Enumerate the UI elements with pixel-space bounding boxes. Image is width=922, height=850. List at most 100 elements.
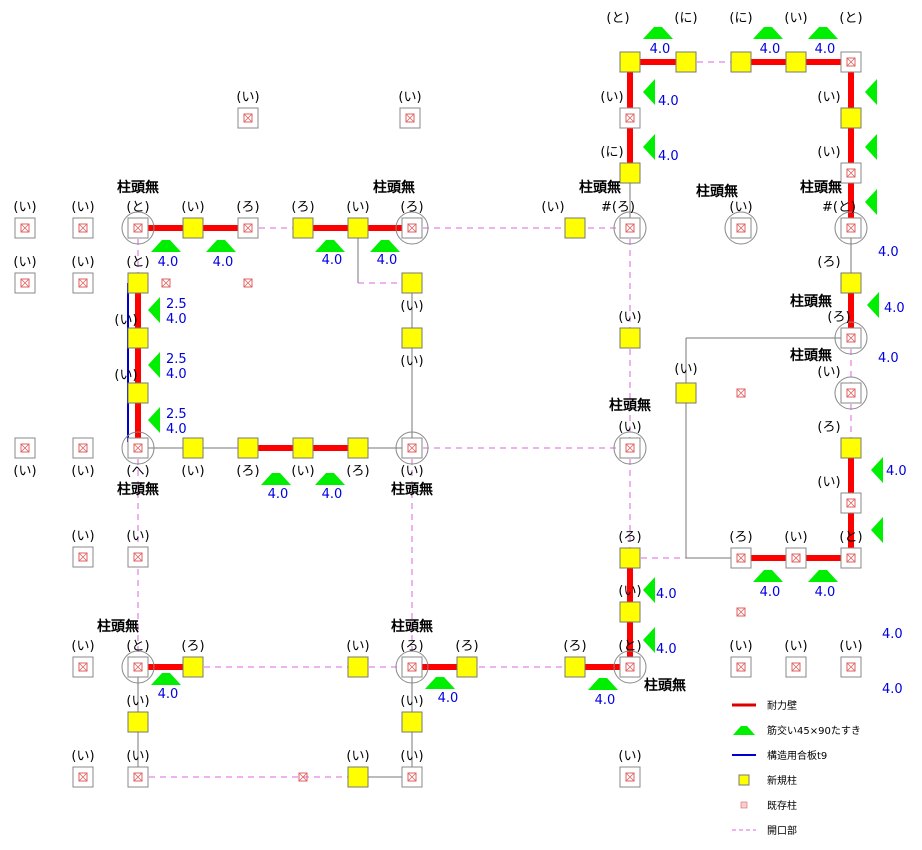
brace: 2.54.0 [148, 352, 187, 382]
new-column-icon [564, 656, 586, 678]
cross-mark-icon [133, 552, 143, 562]
existing-column: (い) [600, 90, 641, 129]
brace-triangle-icon [643, 134, 655, 160]
existing-column-icon [407, 772, 417, 782]
existing-column-icon [405, 113, 415, 123]
existing-column: (い) [71, 639, 95, 678]
legend-item-opening: 開口部 [732, 824, 797, 837]
existing-column: (へ)柱頭無 [117, 431, 159, 498]
new-column: (に) [674, 11, 698, 73]
existing-column-icon [243, 278, 253, 288]
new-column: (い) [346, 749, 370, 788]
new-column: (い) [181, 200, 205, 239]
brace-triangle-icon [425, 677, 455, 689]
brace-value: 4.0 [815, 585, 836, 600]
new-column: (い) [291, 437, 315, 479]
column-label: (ろ) [181, 639, 204, 654]
column-label: (ろ) [455, 639, 478, 654]
column-label: (い) [400, 464, 423, 479]
column-label: (い) [71, 639, 94, 654]
new-column: (い) [784, 11, 808, 73]
column-label: (ろ) [618, 530, 641, 545]
column-label: (ろ) [817, 255, 840, 270]
column-label: (と) [126, 639, 149, 654]
brace: 4.0 [808, 27, 838, 57]
existing-column-icon [625, 223, 635, 233]
existing-column-icon [161, 278, 171, 288]
cross-mark-icon [736, 388, 746, 398]
brace: 4.0 [643, 27, 673, 57]
brace-triangle-icon [148, 407, 160, 433]
existing-column: (い)柱頭無 [609, 397, 651, 465]
column-label: (い) [126, 749, 149, 764]
column-label: (い) [71, 200, 94, 215]
column-label: (い) [541, 200, 564, 215]
new-column: (い) [400, 694, 424, 733]
new-column-icon [401, 711, 423, 733]
existing-column: (い)柱頭無 [391, 431, 433, 498]
brace-value: 4.0 [595, 693, 616, 708]
existing-column-icon [243, 223, 253, 233]
brace-triangle-icon [148, 297, 160, 323]
legend-item-existing: 既存柱 [740, 799, 797, 812]
column-label: (い) [400, 354, 423, 369]
column-label: (ろ) [400, 200, 423, 215]
existing-column-icon [20, 443, 30, 453]
brace [865, 134, 877, 160]
existing-column-icon [20, 278, 30, 288]
cross-mark-icon [625, 772, 635, 782]
brace-triangle-icon [261, 473, 291, 485]
brace: 4.0 [206, 240, 236, 270]
new-column: (ろ) [181, 639, 205, 678]
new-column-icon [619, 162, 641, 184]
column-label: (ろ) [400, 639, 423, 654]
head-free-circle [121, 211, 155, 245]
existing-column: (い) [13, 200, 37, 239]
cross-mark-icon [133, 443, 143, 453]
existing-column: (い) [71, 749, 95, 788]
existing-column: (ろ)柱頭無 [391, 618, 433, 684]
cross-mark-icon [243, 278, 253, 288]
head-free-circle [121, 650, 155, 684]
existing-column-icon [625, 662, 635, 672]
wall-value: 4.0 [878, 245, 899, 260]
brace-value: 4.0 [438, 691, 459, 706]
brace: 4.0 [588, 678, 618, 708]
wall-value: 4.0 [882, 627, 903, 642]
column-label: (ろ) [236, 464, 259, 479]
existing-column: (い) [398, 90, 422, 129]
column-label: (い) [600, 90, 623, 105]
cross-mark-icon [736, 223, 746, 233]
existing-column-icon [736, 553, 746, 563]
brace: 4.0 [261, 473, 291, 502]
cross-mark-icon [846, 662, 856, 672]
column-label: (い) [674, 362, 697, 377]
column-label: (い) [618, 420, 641, 435]
existing-column-swatch-icon [740, 801, 748, 809]
column-label: (い) [181, 200, 204, 215]
head-free-circle [724, 211, 758, 245]
new-column: (い) [817, 90, 862, 129]
brace: 4.0 [871, 457, 907, 483]
cross-mark-icon [78, 278, 88, 288]
column-label: (い) [729, 200, 752, 215]
existing-column-icon [78, 662, 88, 672]
column-head-free-note: 柱頭無 [790, 293, 832, 310]
brace-triangle-icon [315, 240, 345, 252]
brace-triangle-icon [753, 570, 783, 582]
brace-value: 2.5 [166, 297, 187, 312]
brace: 4.0 [315, 473, 345, 502]
brace-value: 4.0 [158, 255, 179, 270]
new-column: (い) [114, 368, 149, 404]
cross-mark-icon [407, 443, 417, 453]
existing-column: (い) [839, 639, 863, 678]
brace-triangle-icon [148, 352, 160, 378]
lines-layer [127, 61, 852, 778]
existing-column: (と)柱頭無 [97, 618, 155, 684]
brace: 4.0 [867, 292, 905, 318]
new-column: (い) [181, 437, 205, 479]
new-column-icon [564, 217, 586, 239]
existing-column: #(ろ)柱頭無 [579, 179, 647, 245]
head-free-circle [834, 211, 868, 245]
brace-value: 4.0 [213, 255, 234, 270]
